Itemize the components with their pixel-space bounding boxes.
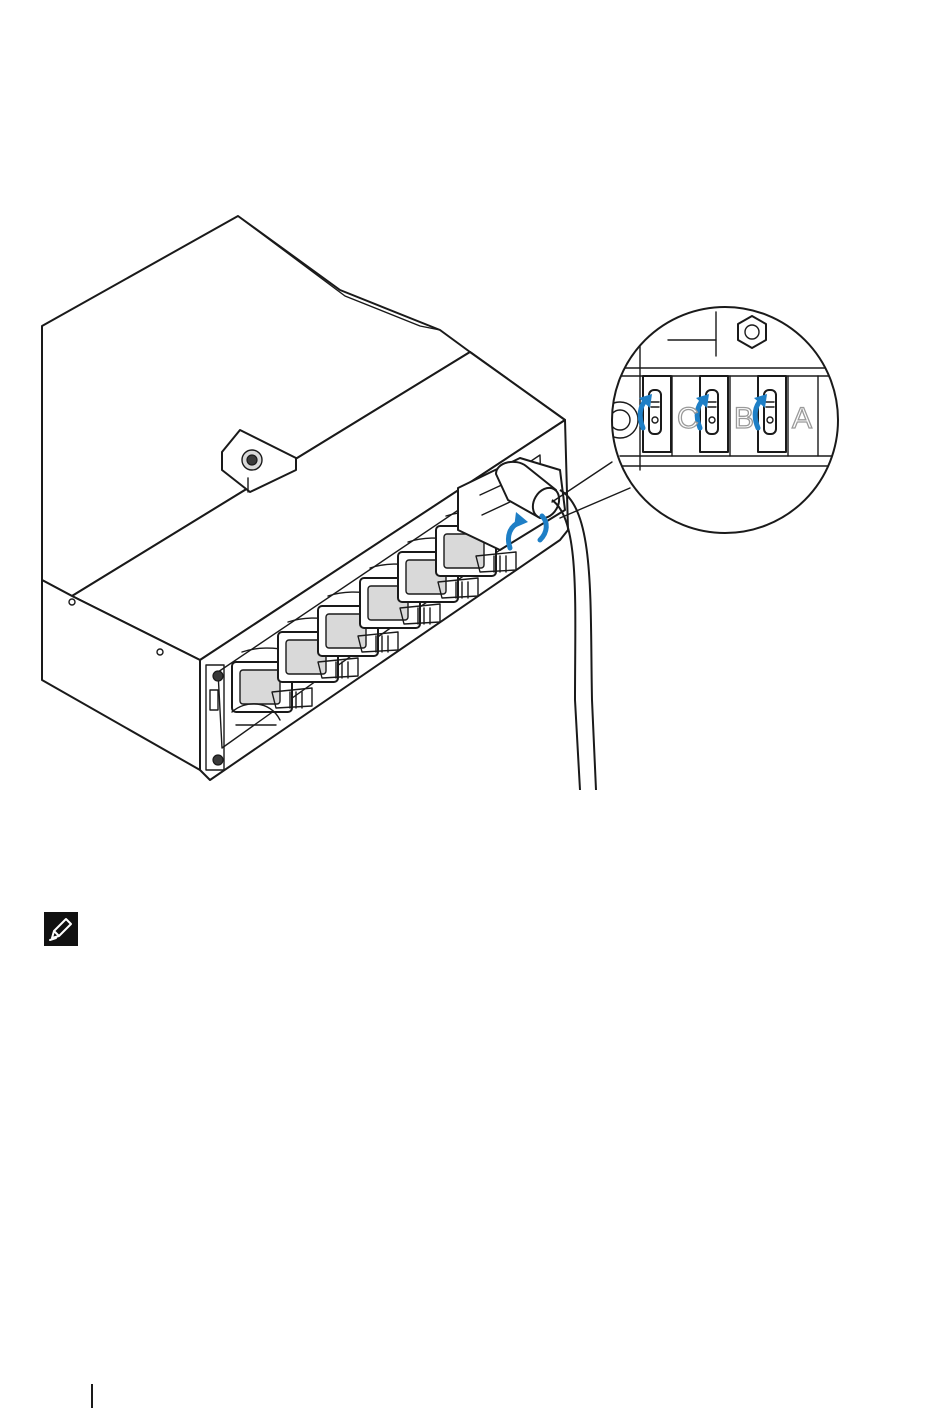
detail-callout: C B A [600, 307, 850, 533]
slot-label-c: C [677, 402, 699, 435]
note-pencil-icon [44, 912, 78, 946]
slot-label-a: A [792, 402, 812, 435]
slot-label-b: B [734, 402, 754, 435]
footer-divider [91, 1384, 93, 1408]
